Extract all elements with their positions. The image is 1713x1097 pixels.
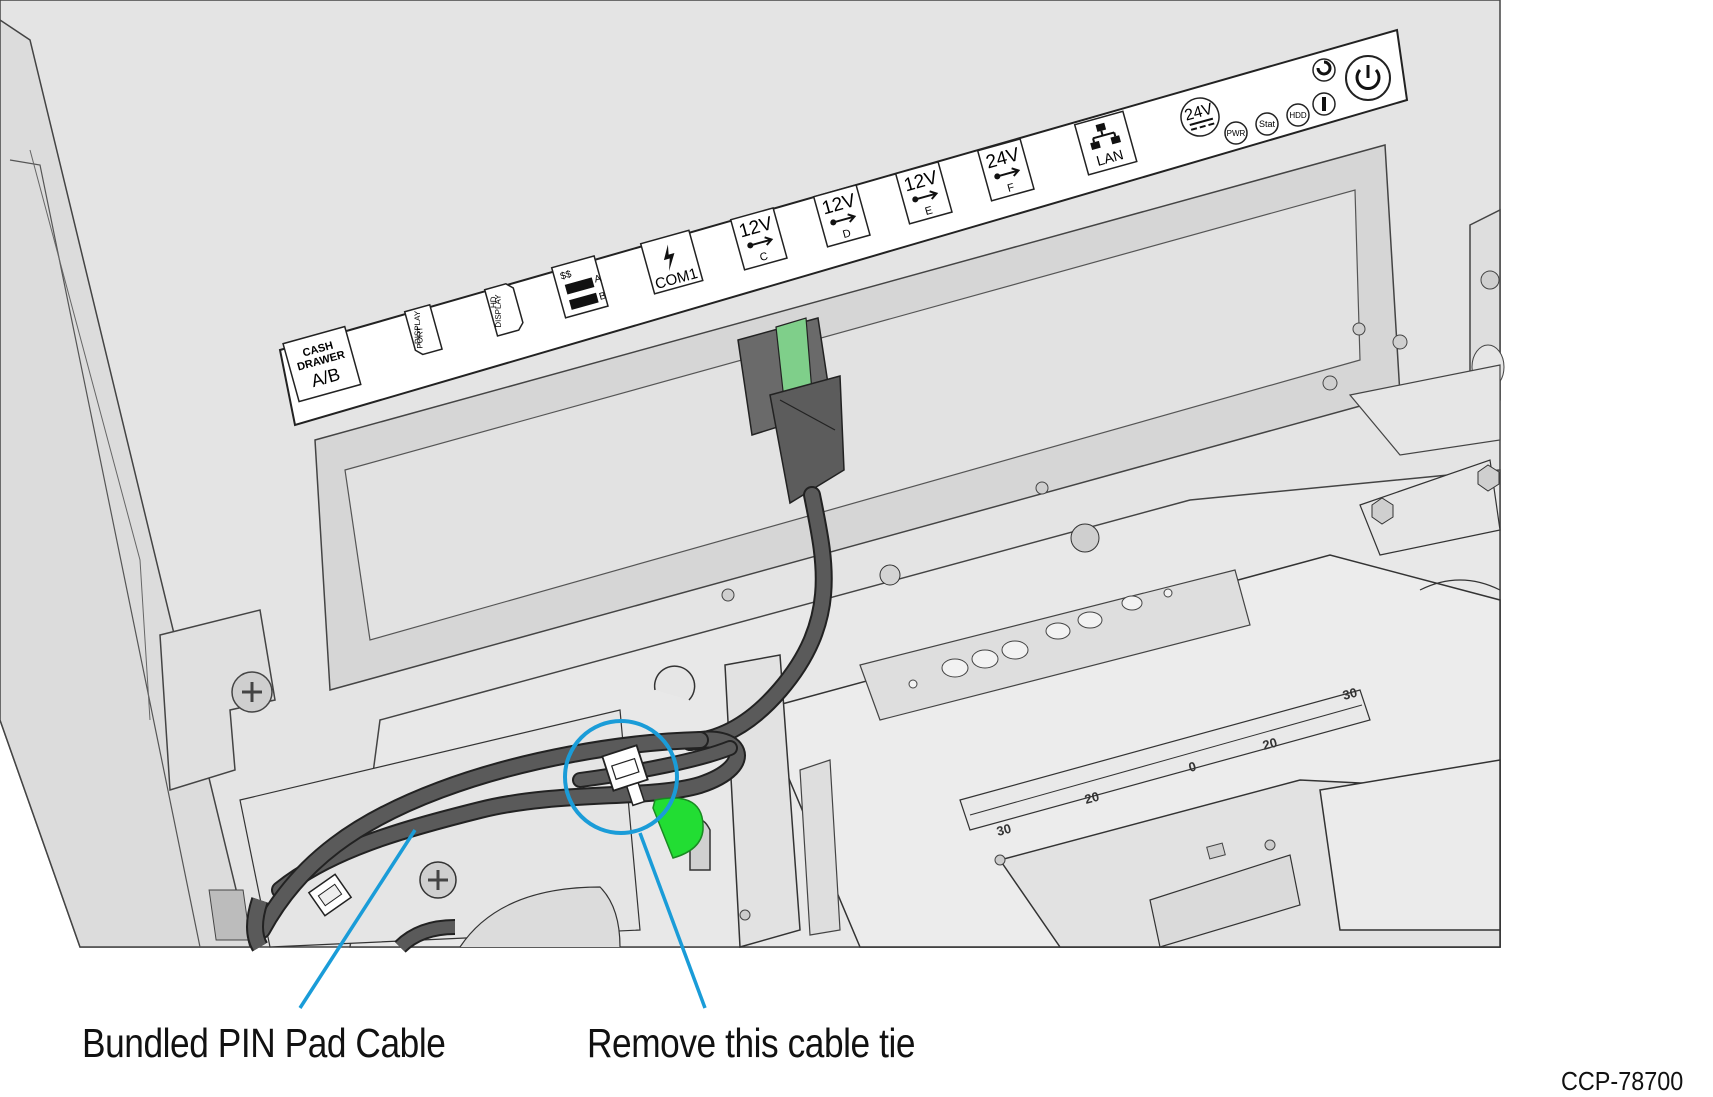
usb-b-label: B bbox=[598, 290, 608, 302]
bundled-cable-callout: Bundled PIN Pad Cable bbox=[82, 1020, 446, 1066]
usb-ab-port: $$ A B bbox=[550, 255, 609, 319]
highlight-circle bbox=[563, 719, 679, 835]
stat-led: Stat bbox=[1255, 112, 1279, 136]
usb-f-label: F bbox=[1006, 181, 1016, 194]
leader-line-remove-tie bbox=[638, 832, 707, 1009]
usb-d-label: D bbox=[841, 227, 852, 241]
usb-icon bbox=[915, 190, 939, 201]
terminal-enclosure: 30 20 0 20 30 bbox=[0, 0, 1505, 948]
display-port-label-2: PORT bbox=[415, 326, 424, 348]
status-indicator-icon bbox=[1312, 92, 1336, 116]
usb-c-label: C bbox=[758, 250, 769, 264]
lightning-icon bbox=[663, 244, 675, 272]
ruler-number-30-left: 30 bbox=[995, 821, 1013, 839]
network-icon bbox=[1092, 130, 1117, 143]
usb-f-port: 24V F bbox=[976, 138, 1035, 202]
usb-icon bbox=[750, 236, 774, 247]
figure-id-label: CCP-78700 bbox=[1561, 1066, 1684, 1096]
cash-drawer-port: CASH DRAWER A/B bbox=[282, 325, 362, 403]
usb-e-port: 12V E bbox=[894, 161, 953, 225]
power-button-icon bbox=[1345, 55, 1391, 101]
stat-led-label: Stat bbox=[1259, 119, 1276, 129]
left-cable-tie bbox=[307, 873, 353, 917]
com1-port: COM1 bbox=[639, 229, 704, 295]
usb-c-port: 12V C bbox=[729, 207, 788, 271]
callout-annotations bbox=[298, 719, 707, 1009]
hd-display-label-2: DISPLAY bbox=[494, 294, 503, 328]
ruler-number-20-left: 20 bbox=[1083, 789, 1101, 807]
pwr-led-label: PWR bbox=[1227, 129, 1246, 138]
pwr-led: PWR bbox=[1224, 121, 1248, 145]
ruler-number-0: 0 bbox=[1187, 759, 1198, 775]
cable-tie-to-remove bbox=[601, 744, 649, 807]
remove-tie-callout: Remove this cable tie bbox=[587, 1020, 916, 1066]
usb-e-label: E bbox=[924, 204, 934, 218]
usb-a-label: A bbox=[593, 273, 603, 285]
hd-display-port: HD DISPLAY bbox=[483, 283, 524, 337]
usb-ab-prefix: $$ bbox=[559, 269, 573, 283]
power-24v-port: 24V bbox=[1180, 97, 1220, 137]
lan-label: LAN bbox=[1094, 146, 1125, 169]
pin-pad-cable bbox=[246, 317, 845, 953]
hd-display-label-1: HD bbox=[489, 296, 498, 308]
leader-line-bundled-cable bbox=[298, 829, 417, 1009]
usb-d-port: 12V D bbox=[812, 184, 871, 248]
usb-icon bbox=[833, 213, 857, 224]
ruler-number-20-right: 20 bbox=[1261, 735, 1279, 753]
display-port-label-1: DISPLAY bbox=[413, 310, 422, 344]
port-label-strip: CASH DRAWER A/B DISPLAY PORT HD DISPLAY … bbox=[278, 28, 1409, 427]
hdd-led: HDD bbox=[1286, 103, 1310, 127]
display-port: DISPLAY PORT bbox=[403, 303, 443, 356]
hdd-led-label: HDD bbox=[1289, 111, 1307, 120]
reset-icon bbox=[1312, 58, 1336, 82]
ruler-number-30-right: 30 bbox=[1341, 685, 1359, 703]
lan-port: LAN bbox=[1073, 110, 1138, 176]
usb-icon bbox=[997, 167, 1021, 178]
paper-width-ruler: 30 20 0 20 30 bbox=[959, 685, 1371, 839]
